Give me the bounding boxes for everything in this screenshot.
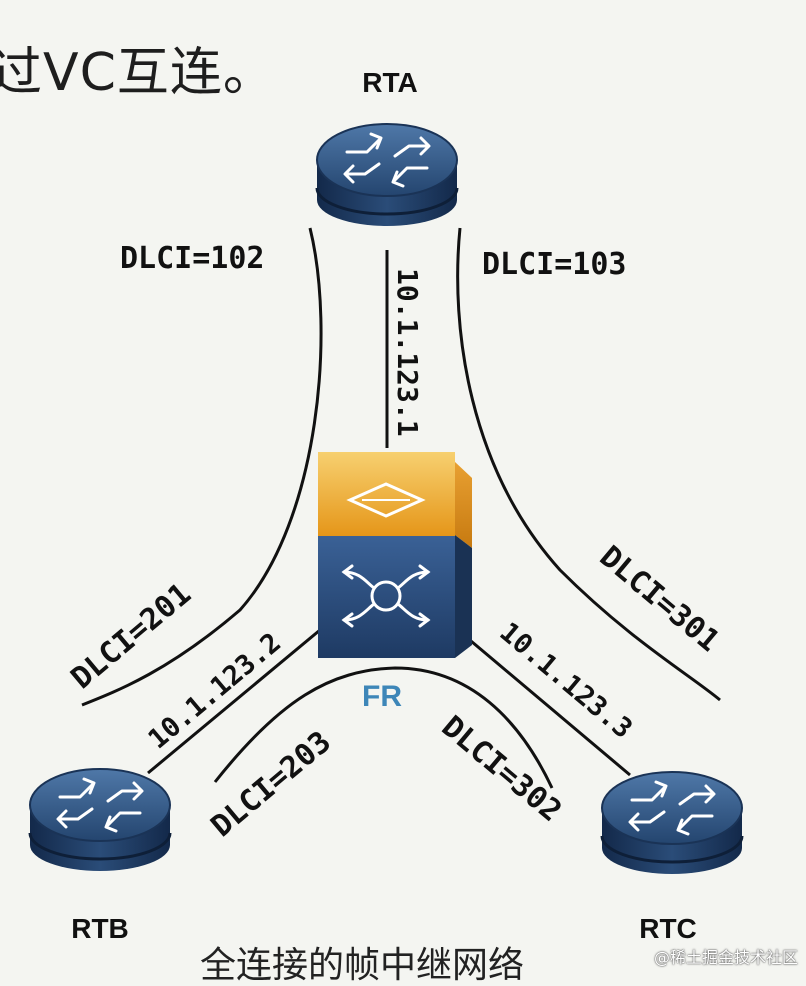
connection-lines <box>81 227 721 789</box>
ip-rtc-label: 10.1.123.3 <box>494 617 638 745</box>
router-rtb-icon <box>28 767 172 873</box>
fr-label: FR <box>362 680 402 713</box>
link-fr-rtb <box>147 628 321 775</box>
ip-rtb-label: 10.1.123.2 <box>143 627 287 755</box>
dlci-301-label: DLCI=301 <box>593 539 726 659</box>
pvc-rta-rtb <box>81 227 323 707</box>
rta-label: RTA <box>362 67 417 98</box>
router-rta-icon <box>315 122 459 228</box>
diagram-caption: 全连接的帧中继网络 <box>200 945 525 986</box>
router-rtc-icon <box>600 770 744 876</box>
pvc-rta-rtc <box>456 227 721 702</box>
watermark-text: @稀土掘金技术社区 <box>653 948 798 967</box>
dlci-102-label: DLCI=102 <box>120 241 265 276</box>
dlci-103-label: DLCI=103 <box>482 247 627 282</box>
dlci-201-label: DLCI=201 <box>65 576 198 696</box>
switch-icon <box>341 564 431 628</box>
rtc-label: RTC <box>639 913 697 944</box>
link-fr-rtc <box>464 634 631 777</box>
page-title: 过VC互连。 <box>0 43 276 103</box>
dlci-302-label: DLCI=302 <box>435 709 568 829</box>
ip-rta-label: 10.1.123.1 <box>391 268 424 437</box>
pvc-rtb-rtc <box>213 666 554 789</box>
dlci-203-label: DLCI=203 <box>205 724 338 844</box>
fr-switch <box>318 452 472 658</box>
rtb-label: RTB <box>71 913 129 944</box>
